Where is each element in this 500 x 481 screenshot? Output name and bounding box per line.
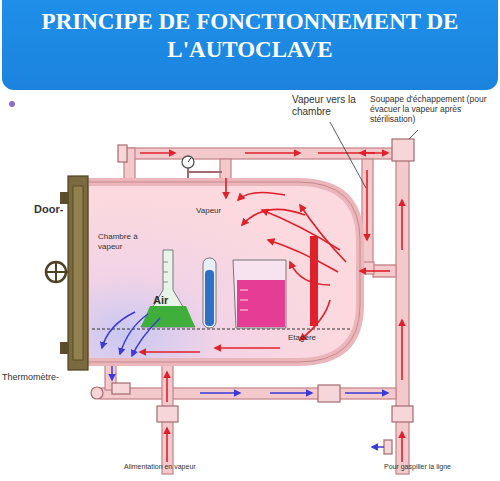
steam-label: Vapeur vers la chambre (292, 94, 364, 118)
steam-label: Vapeur (196, 206, 236, 216)
door-label: Door- (34, 203, 70, 216)
air-label: Air (153, 294, 177, 307)
inlet-label: Alimentation en vapeur (124, 463, 224, 471)
shelf-label: Etagère (288, 333, 338, 343)
valve-label: Soupape d'échappement (pour évacuer la v… (370, 94, 496, 125)
thermometer-label: Thermomètre- (2, 372, 68, 383)
drain-label: Pour gaspiller la ligne (384, 463, 494, 471)
chamber-label: Chambre à vapeur (98, 232, 154, 251)
title-text: PRINCIPE DE FONCTIONNEMENT DE L'AUTOCLAV… (10, 8, 490, 64)
